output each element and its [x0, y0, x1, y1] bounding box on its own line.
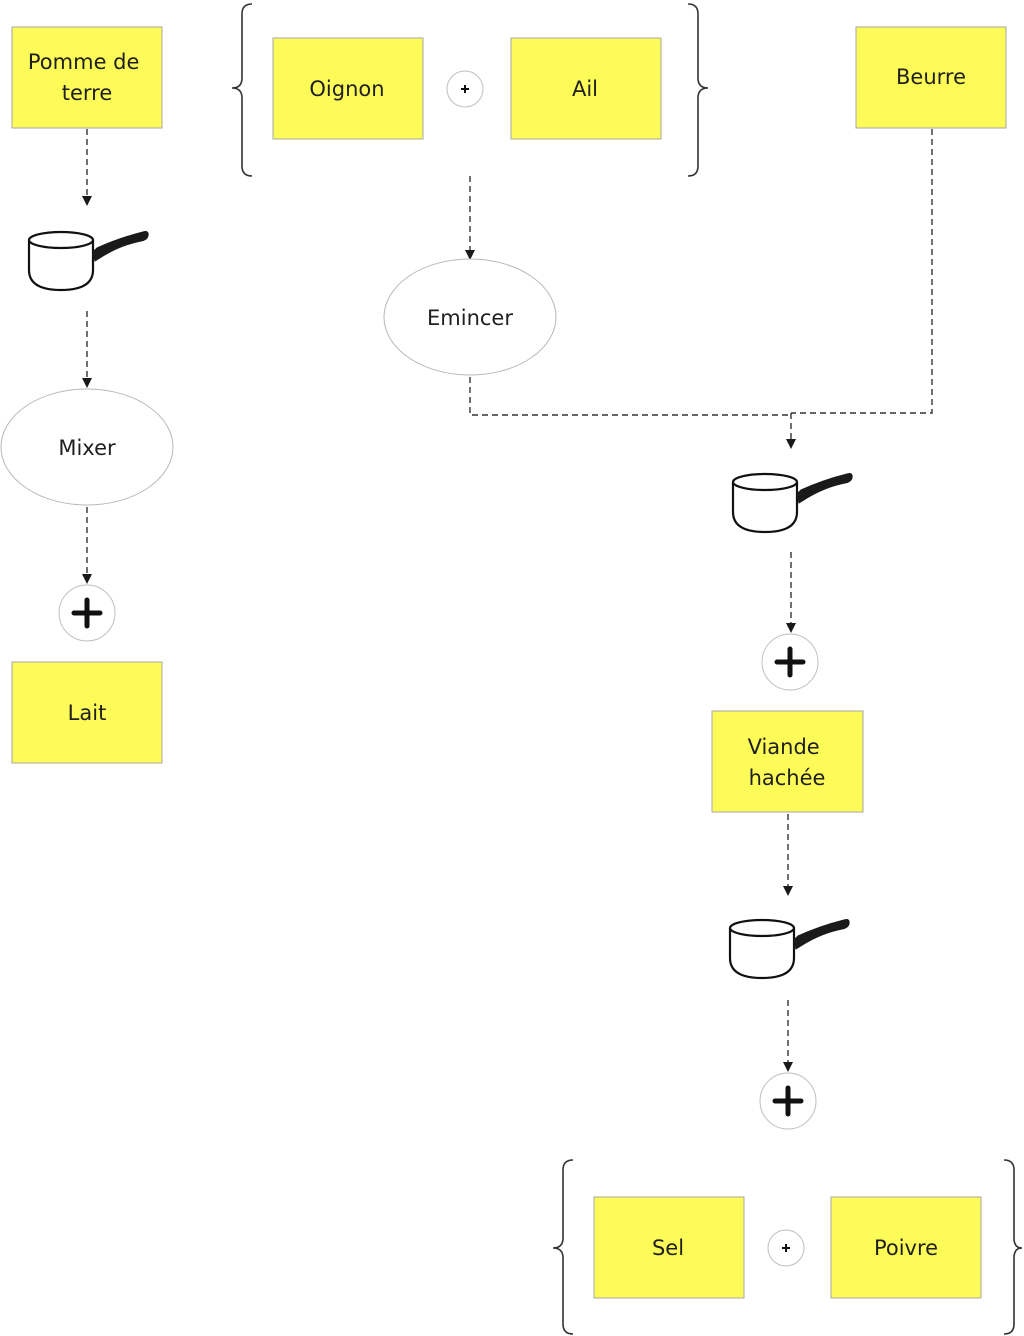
action-ellipses: Mixer Emincer [0, 258, 557, 506]
arrow-head [786, 439, 796, 449]
saucepan-icon [728, 918, 851, 980]
note-lait: Lait [11, 661, 163, 764]
note-viande-hachee: Viande hachée [711, 710, 864, 813]
note-poivre: Poivre [830, 1196, 982, 1299]
note-background [855, 26, 1007, 129]
note-line: terre [62, 81, 113, 105]
action-mixer: Mixer [0, 388, 174, 506]
arrow-head [786, 623, 796, 633]
note-background [830, 1196, 982, 1299]
note-line: Pomme de [28, 50, 140, 74]
arrow-head [783, 1062, 793, 1072]
connector-emincer-to-junction [469, 377, 791, 416]
note-line: Poivre [874, 1236, 938, 1260]
note-background [711, 710, 864, 813]
note-line: Sel [652, 1236, 684, 1260]
arrow-head [82, 378, 92, 388]
note-sel: Sel [593, 1196, 745, 1299]
arrow-head [82, 196, 92, 206]
right-brace [687, 3, 709, 177]
note-background [11, 661, 163, 764]
action-ellipse-shape [0, 388, 174, 506]
plus-icon [761, 633, 819, 691]
note-line: Viande [748, 735, 820, 759]
note-line: hachée [749, 766, 826, 790]
plus-icon [446, 70, 484, 108]
note-background [11, 26, 163, 129]
saucepan-icon [731, 472, 854, 534]
note-pomme-de-terre: Pomme de terre [11, 26, 163, 129]
action-ellipse-shape [383, 258, 557, 376]
connectors [82, 129, 933, 1072]
note-line: Oignon [309, 77, 384, 101]
saucepan-icon [27, 230, 150, 292]
note-line: Lait [68, 701, 107, 725]
action-label: Emincer [427, 306, 513, 330]
note-line: Ail [572, 77, 598, 101]
left-brace [231, 3, 253, 177]
plus-icons [58, 70, 819, 1267]
connector-beurre-to-junction [791, 129, 933, 414]
note-ail: Ail [510, 37, 662, 140]
arrow-head [783, 886, 793, 896]
plus-icon [58, 584, 116, 642]
note-line: Beurre [896, 65, 966, 89]
arrow-head [465, 250, 475, 260]
plus-icon [759, 1072, 817, 1130]
action-label: Mixer [58, 436, 116, 460]
action-emincer: Emincer [383, 258, 557, 376]
note-background [272, 37, 424, 140]
right-brace [1003, 1159, 1023, 1335]
note-oignon: Oignon [272, 37, 424, 140]
brackets [231, 3, 1023, 1335]
note-background [510, 37, 662, 140]
ingredient-notes: Pomme de terre Oignon Ail Beurre Lait Vi… [11, 26, 1007, 1299]
note-beurre: Beurre [855, 26, 1007, 129]
arrow-head [82, 574, 92, 584]
note-background [593, 1196, 745, 1299]
left-brace [552, 1159, 574, 1335]
plus-icon [767, 1229, 805, 1267]
svg-text:Pomme de terre: Pomme de terre [28, 50, 146, 105]
svg-text:Viande hachée: Viande hachée [748, 735, 827, 790]
